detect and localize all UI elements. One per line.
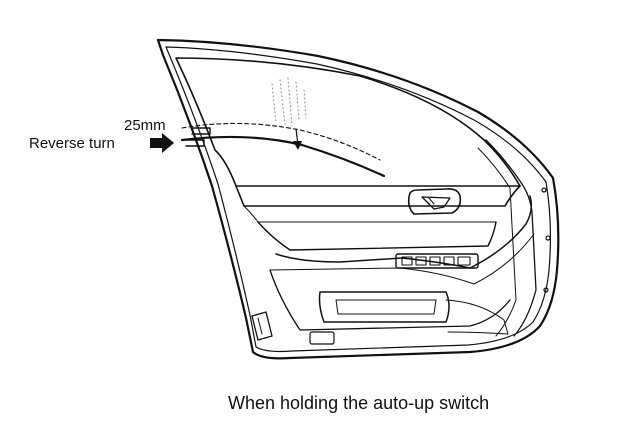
glass-reflection: [271, 77, 307, 127]
window-frame: [175, 57, 521, 187]
dimension-lower-tick: [185, 139, 205, 147]
window-switches: [401, 256, 471, 266]
glass-reversed-edge: [180, 135, 386, 178]
speaker-grille: [309, 331, 335, 345]
armrest-lower-edge: [269, 233, 535, 285]
switch-panel: [395, 253, 479, 269]
belt-line: [235, 185, 521, 207]
dimension-upper-tick: [191, 127, 211, 135]
upper-trim-panel: [257, 221, 497, 251]
gap-dimension-label: 25mm: [124, 117, 166, 134]
lower-corner-detail: [257, 317, 263, 335]
door-pocket-inner: [335, 299, 437, 315]
diagram-caption: When holding the auto-up switch: [228, 393, 490, 413]
reverse-turn-arrow: [150, 133, 174, 153]
glass-down-arrowhead: [293, 141, 302, 150]
door-inner-outline: [165, 46, 552, 353]
door-handle-lever: [427, 196, 435, 205]
reverse-turn-label: Reverse turn: [29, 135, 115, 152]
door-pillar-inner: [477, 147, 517, 337]
lower-trim-sweep: [269, 269, 511, 331]
lower-corner-trim: [251, 311, 273, 341]
door-pocket: [318, 291, 450, 323]
pocket-side-panel: [445, 299, 509, 335]
door-pillar: [485, 139, 537, 337]
door-handle: [421, 196, 451, 210]
glass-closed-dashed-line: [181, 122, 381, 161]
door-outer-outline: [156, 38, 560, 360]
hinge-marks: [541, 187, 551, 293]
door-handle-recess: [407, 188, 462, 215]
